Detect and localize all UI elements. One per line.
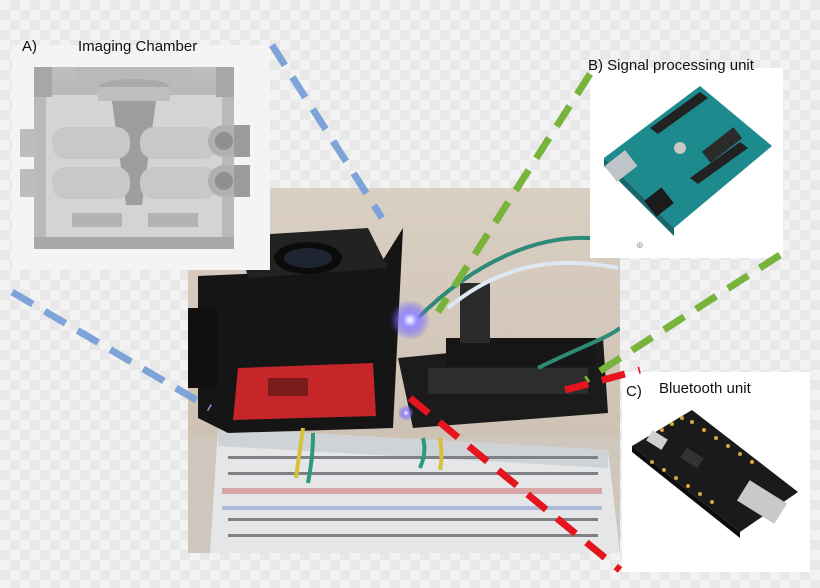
panel-a-imaging-chamber bbox=[12, 45, 270, 270]
red-dash-top bbox=[564, 366, 641, 394]
arduino-board-photo: ⊕ bbox=[590, 68, 783, 258]
red-dash-bottom bbox=[407, 395, 623, 573]
panel-c-bluetooth-unit bbox=[622, 372, 810, 572]
assembly-photo bbox=[188, 188, 620, 553]
blue-dash-bottom bbox=[10, 288, 212, 412]
green-dash-bottom bbox=[584, 252, 782, 383]
bluetooth-board-photo bbox=[622, 372, 810, 572]
label-c-letter: C) bbox=[626, 383, 642, 400]
label-a-letter: A) bbox=[22, 38, 37, 55]
label-a-title: Imaging Chamber bbox=[78, 38, 198, 55]
green-dash-top bbox=[435, 72, 593, 314]
panel-b-signal-processing: ⊕ bbox=[590, 68, 783, 258]
chamber-cad-render bbox=[12, 45, 270, 270]
label-c-title: Bluetooth unit bbox=[659, 380, 751, 397]
svg-text:⊕: ⊕ bbox=[636, 240, 644, 250]
blue-dash-top bbox=[269, 43, 385, 220]
label-b: B) Signal processing unit bbox=[588, 57, 754, 74]
